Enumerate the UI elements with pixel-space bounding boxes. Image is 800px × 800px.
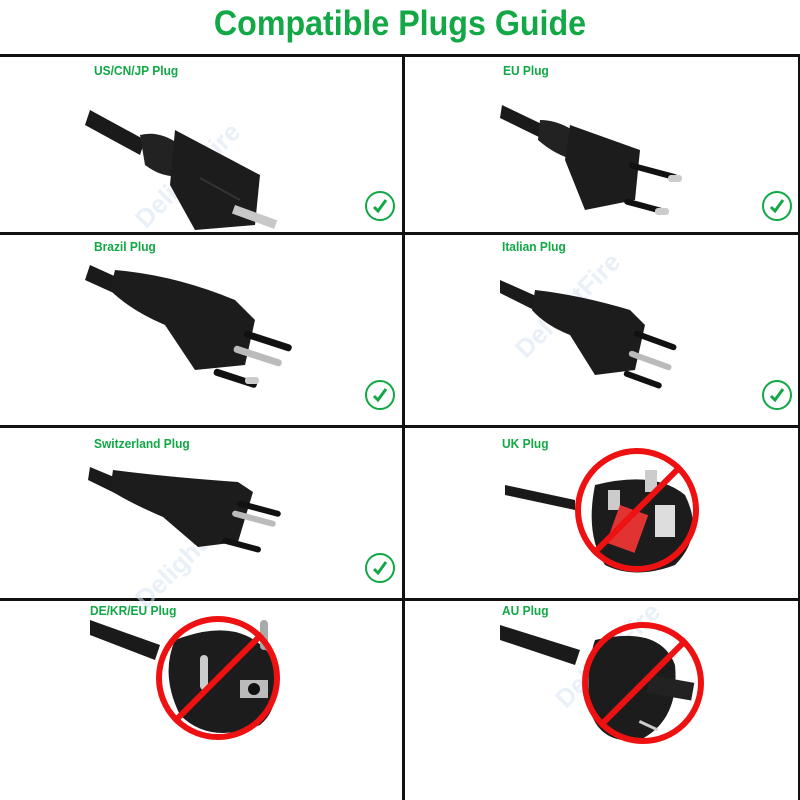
us-plug-image [85, 110, 278, 230]
grid-divider-right [798, 55, 800, 800]
prohibited-icon [575, 448, 699, 572]
plug-label: Italian Plug [502, 239, 566, 254]
eu-plug-image [500, 105, 682, 215]
plug-label: Brazil Plug [94, 239, 156, 254]
plug-label: US/CN/JP Plug [94, 63, 179, 78]
page-title: Compatible Plugs Guide [213, 4, 587, 43]
plug-label: EU Plug [503, 63, 549, 78]
compatible-check-icon [365, 380, 395, 410]
plug-label: Switzerland Plug [94, 436, 190, 451]
brazil-plug-image [85, 265, 292, 388]
prohibited-icon [582, 622, 704, 744]
plug-label: AU Plug [502, 603, 549, 618]
grid-divider-row1 [0, 232, 800, 235]
compatible-check-icon [365, 553, 395, 583]
switzerland-plug-image [88, 467, 281, 553]
compatible-check-icon [365, 191, 395, 221]
italian-plug-image [500, 280, 677, 389]
plug-label: DE/KR/EU Plug [90, 603, 177, 618]
grid-divider-row3 [0, 598, 800, 601]
grid-divider-center [402, 55, 405, 800]
prohibited-icon [156, 616, 280, 740]
grid-divider-top [0, 54, 800, 57]
plug-label: UK Plug [502, 436, 549, 451]
compatible-check-icon [762, 191, 792, 221]
grid-divider-row2 [0, 425, 800, 428]
compatible-check-icon [762, 380, 792, 410]
